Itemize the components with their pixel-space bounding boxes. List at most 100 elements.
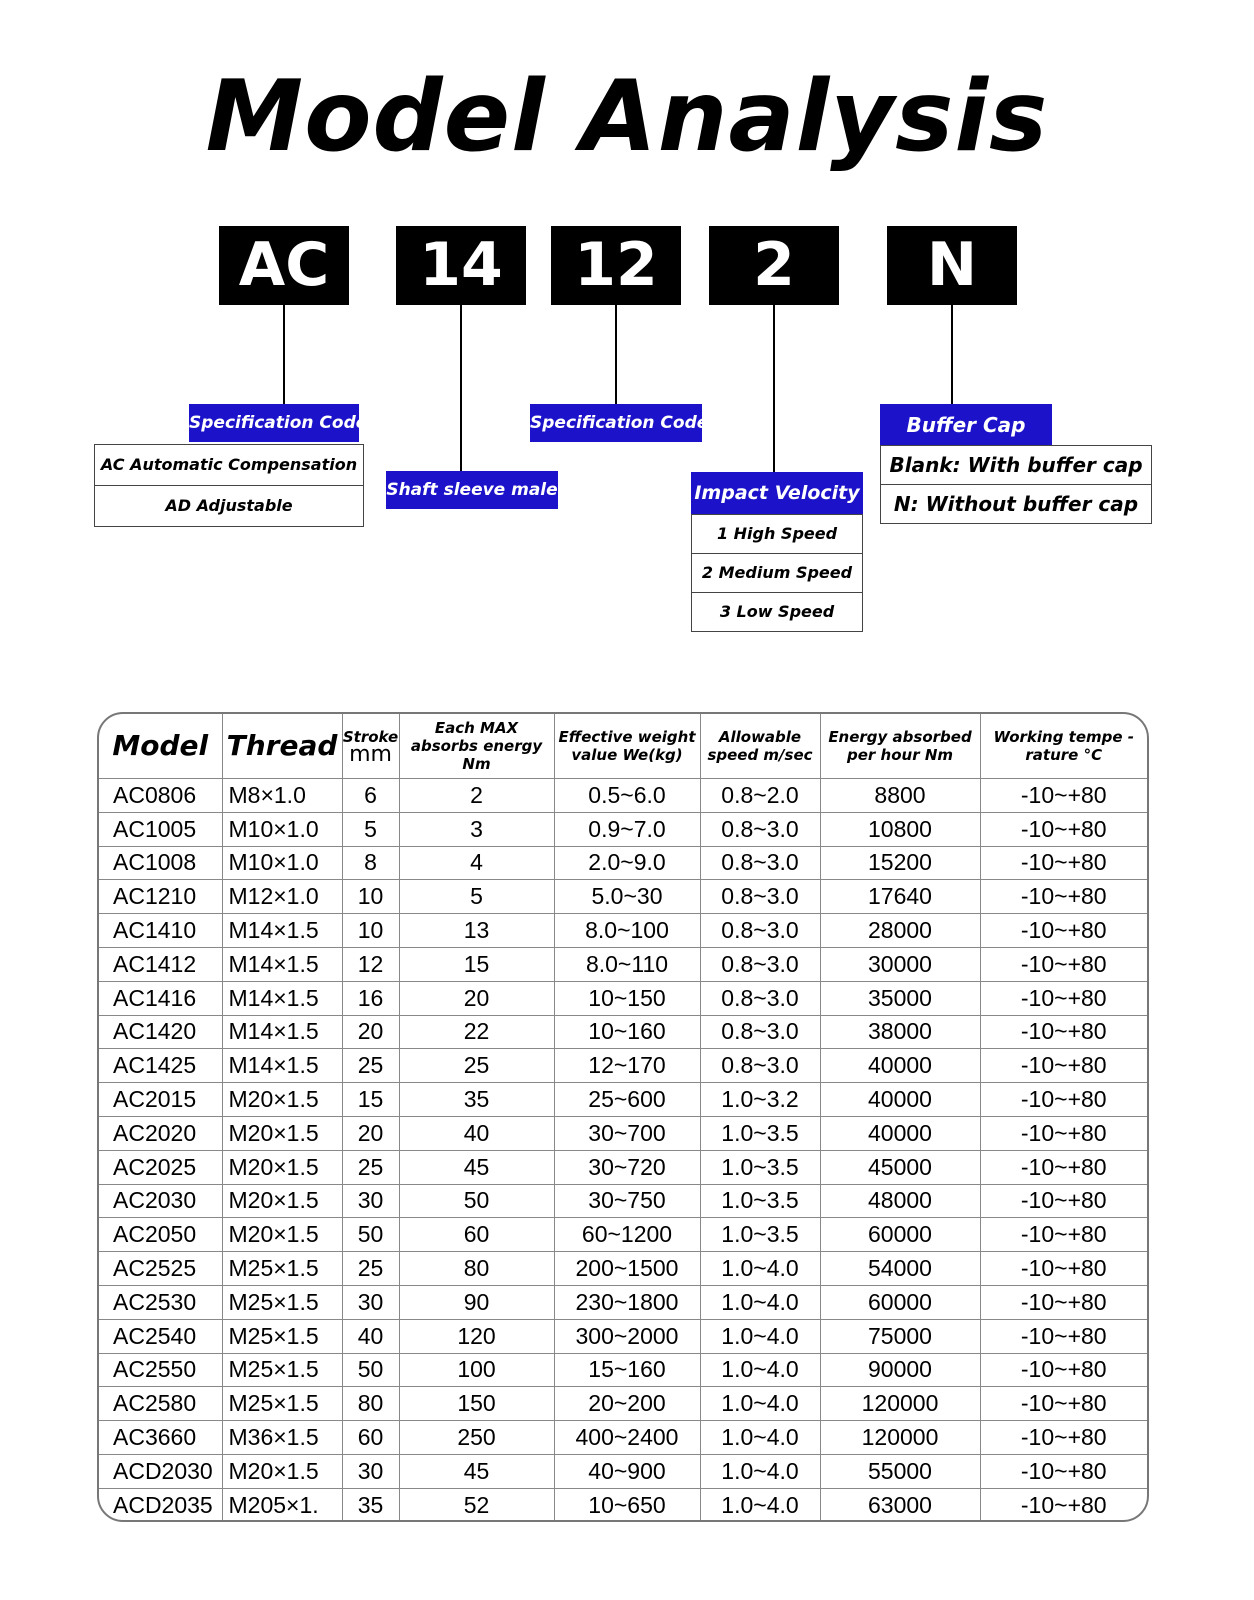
cell-thread: M8×1.0 — [221, 778, 343, 813]
impact-option-medium: 2 Medium Speed — [691, 553, 863, 593]
cell-allowable-speed: 0.8~3.0 — [699, 1014, 821, 1050]
cell-allowable-speed: 0.8~3.0 — [699, 845, 821, 881]
cell-stroke: 50 — [341, 1217, 400, 1253]
cell-thread: M20×1.5 — [221, 1453, 343, 1489]
impact-option-low: 3 Low Speed — [691, 592, 863, 632]
cell-thread: M10×1.0 — [221, 845, 343, 881]
connector-line — [951, 305, 953, 404]
cell-energy-per-hour: 38000 — [819, 1014, 981, 1050]
buffer-cap-label: Buffer Cap — [880, 404, 1052, 446]
cell-working-temperature: -10~+80 — [979, 1183, 1147, 1219]
cell-energy-per-hour: 40000 — [819, 1048, 981, 1084]
cell-effective-weight: 10~160 — [553, 1014, 701, 1050]
cell-effective-weight: 400~2400 — [553, 1420, 701, 1455]
cell-working-temperature: -10~+80 — [979, 1251, 1147, 1286]
cell-energy-per-hour: 8800 — [819, 778, 981, 813]
cell-max-energy: 40 — [398, 1115, 555, 1151]
code-box-bore: 14 — [396, 226, 526, 305]
cell-effective-weight: 8.0~100 — [553, 913, 701, 948]
cell-effective-weight: 40~900 — [553, 1453, 701, 1489]
cell-model: AC2015 — [99, 1082, 223, 1117]
cell-stroke: 10 — [341, 913, 400, 948]
cell-stroke: 80 — [341, 1386, 400, 1422]
cell-energy-per-hour: 55000 — [819, 1453, 981, 1489]
spec-table: Model Thread Stroke mm Each MAX absorbs … — [97, 712, 1149, 1522]
cell-energy-per-hour: 63000 — [819, 1487, 981, 1520]
cell-thread: M12×1.0 — [221, 879, 343, 915]
cell-max-energy: 35 — [398, 1082, 555, 1117]
cell-energy-per-hour: 30000 — [819, 946, 981, 982]
header-effective-weight: Effective weight value We(kg) — [553, 714, 701, 779]
cell-model: AC2540 — [99, 1318, 223, 1354]
cell-model: AC1425 — [99, 1048, 223, 1084]
cell-energy-per-hour: 120000 — [819, 1386, 981, 1422]
cell-working-temperature: -10~+80 — [979, 1217, 1147, 1253]
cell-model: AC2050 — [99, 1217, 223, 1253]
cell-working-temperature: -10~+80 — [979, 1284, 1147, 1320]
cell-energy-per-hour: 48000 — [819, 1183, 981, 1219]
buffer-option-n: N: Without buffer cap — [880, 484, 1152, 524]
cell-energy-per-hour: 90000 — [819, 1352, 981, 1388]
cell-thread: M20×1.5 — [221, 1082, 343, 1117]
cell-stroke: 25 — [341, 1149, 400, 1185]
cell-working-temperature: -10~+80 — [979, 1386, 1147, 1422]
cell-effective-weight: 25~600 — [553, 1082, 701, 1117]
cell-model: AC1210 — [99, 879, 223, 915]
cell-thread: M25×1.5 — [221, 1318, 343, 1354]
cell-model: AC1412 — [99, 946, 223, 982]
cell-working-temperature: -10~+80 — [979, 1014, 1147, 1050]
cell-model: AC1005 — [99, 811, 223, 847]
cell-allowable-speed: 0.8~3.0 — [699, 811, 821, 847]
cell-stroke: 30 — [341, 1453, 400, 1489]
header-model: Model — [99, 714, 223, 779]
cell-stroke: 60 — [341, 1420, 400, 1455]
cell-energy-per-hour: 75000 — [819, 1318, 981, 1354]
cell-allowable-speed: 0.8~3.0 — [699, 1048, 821, 1084]
cell-max-energy: 20 — [398, 980, 555, 1016]
cell-model: AC1008 — [99, 845, 223, 881]
cell-max-energy: 45 — [398, 1453, 555, 1489]
cell-allowable-speed: 1.0~4.0 — [699, 1251, 821, 1286]
cell-working-temperature: -10~+80 — [979, 1420, 1147, 1455]
cell-allowable-speed: 1.0~3.5 — [699, 1149, 821, 1185]
page-title: Model Analysis — [205, 60, 1049, 174]
cell-max-energy: 3 — [398, 811, 555, 847]
connector-line — [460, 305, 462, 471]
cell-max-energy: 50 — [398, 1183, 555, 1219]
cell-allowable-speed: 1.0~4.0 — [699, 1352, 821, 1388]
cell-effective-weight: 60~1200 — [553, 1217, 701, 1253]
cell-working-temperature: -10~+80 — [979, 879, 1147, 915]
impact-option-high: 1 High Speed — [691, 514, 863, 554]
spec-code-label: Specification Code — [189, 404, 367, 442]
cell-model: AC2550 — [99, 1352, 223, 1388]
cell-working-temperature: -10~+80 — [979, 1115, 1147, 1151]
cell-effective-weight: 200~1500 — [553, 1251, 701, 1286]
cell-allowable-speed: 1.0~3.5 — [699, 1183, 821, 1219]
cell-working-temperature: -10~+80 — [979, 1149, 1147, 1185]
cell-allowable-speed: 1.0~4.0 — [699, 1284, 821, 1320]
cell-effective-weight: 0.5~6.0 — [553, 778, 701, 813]
cell-energy-per-hour: 54000 — [819, 1251, 981, 1286]
cell-thread: M36×1.5 — [221, 1420, 343, 1455]
cell-energy-per-hour: 40000 — [819, 1082, 981, 1117]
buffer-option-blank: Blank: With buffer cap — [880, 445, 1152, 485]
cell-effective-weight: 230~1800 — [553, 1284, 701, 1320]
cell-working-temperature: -10~+80 — [979, 1082, 1147, 1117]
header-allowable-speed: Allowable speed m/sec — [699, 714, 821, 779]
spec-option-ad: AD Adjustable — [94, 485, 364, 527]
cell-energy-per-hour: 35000 — [819, 980, 981, 1016]
cell-energy-per-hour: 120000 — [819, 1420, 981, 1455]
cell-allowable-speed: 1.0~3.5 — [699, 1115, 821, 1151]
cell-model: AC3660 — [99, 1420, 223, 1455]
cell-max-energy: 80 — [398, 1251, 555, 1286]
cell-effective-weight: 15~160 — [553, 1352, 701, 1388]
